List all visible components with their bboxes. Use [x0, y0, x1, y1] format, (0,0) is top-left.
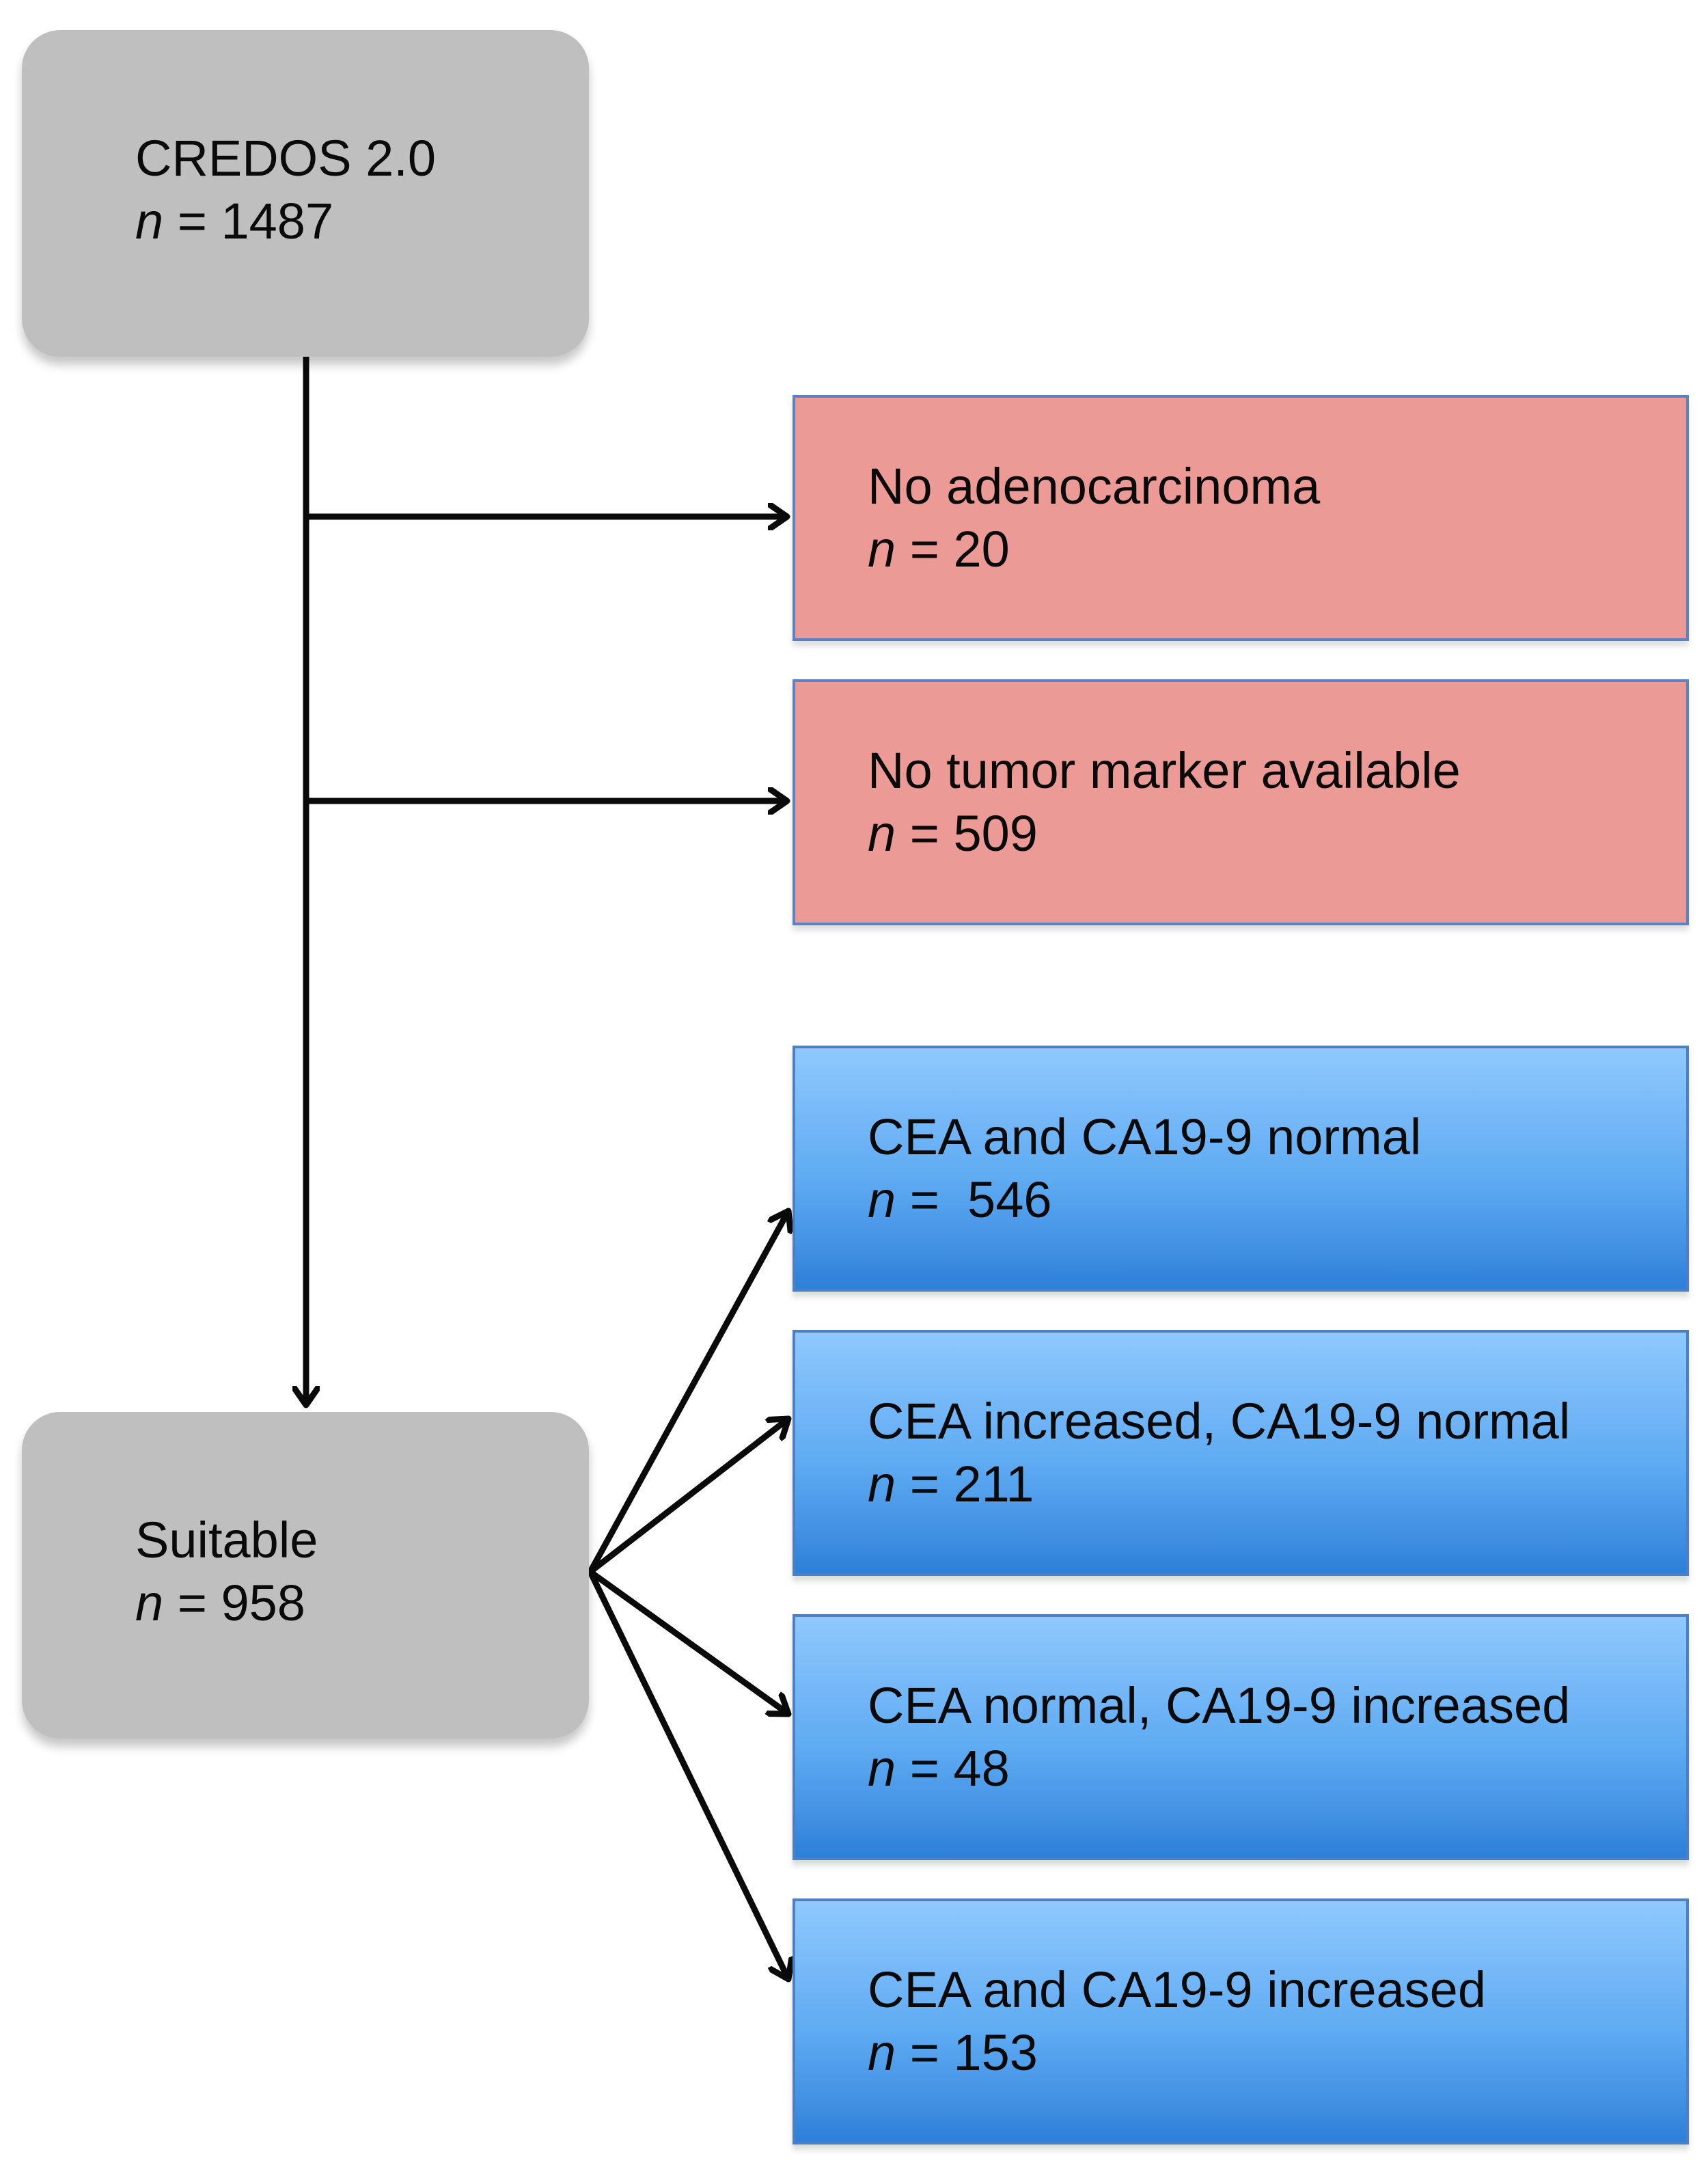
count-value: = 48	[896, 1740, 1010, 1797]
group-arrow-2	[587, 1415, 792, 1575]
n-symbol: n	[135, 193, 164, 249]
group-label: CEA and CA19-9 normal	[868, 1108, 1422, 1165]
suitable-cohort-box: Suitable n = 958	[22, 1412, 589, 1739]
exclusion-text: No tumor marker available n = 509	[868, 739, 1461, 865]
group-label: CEA and CA19-9 increased	[868, 1961, 1486, 2018]
group-box-ca19-9-increased: CEA normal, CA19-9 increased n = 48	[793, 1614, 1689, 1860]
count-value: = 211	[896, 1456, 1034, 1512]
count-value: = 20	[896, 521, 1010, 577]
exclusion-text: No adenocarcinoma n = 20	[868, 455, 1320, 581]
group-text: CEA and CA19-9 normal n = 546	[868, 1106, 1421, 1231]
suitable-cohort-count: n = 958	[135, 1572, 318, 1635]
group-box-both-increased: CEA and CA19-9 increased n = 153	[793, 1898, 1689, 2144]
count-value: = 546	[896, 1171, 1052, 1228]
suitable-cohort-title: Suitable	[135, 1512, 318, 1568]
count-value: = 958	[163, 1575, 305, 1631]
group-label: CEA increased, CA19-9 normal	[868, 1393, 1571, 1449]
exclusion-label: No adenocarcinoma	[868, 458, 1321, 515]
n-symbol: n	[135, 1575, 164, 1631]
count-value: = 509	[896, 805, 1038, 862]
exclusion-count: n = 509	[868, 802, 1461, 865]
group-label: CEA normal, CA19-9 increased	[868, 1677, 1571, 1734]
group-text: CEA and CA19-9 increased n = 153	[868, 1959, 1486, 2084]
group-arrow-3	[587, 1568, 792, 1717]
exclusion-count: n = 20	[868, 518, 1320, 581]
n-symbol: n	[868, 1456, 896, 1512]
suitable-cohort-text: Suitable n = 958	[135, 1509, 318, 1635]
group-text: CEA normal, CA19-9 increased n = 48	[868, 1674, 1570, 1800]
group-count: n = 153	[868, 2021, 1486, 2084]
group-count: n = 48	[868, 1737, 1570, 1800]
source-cohort-count: n = 1487	[135, 190, 436, 253]
count-value: = 1487	[163, 193, 334, 249]
exclusion-label: No tumor marker available	[868, 742, 1461, 799]
n-symbol: n	[868, 521, 896, 577]
n-symbol: n	[868, 1740, 896, 1797]
group-arrow-4	[587, 1568, 788, 1983]
n-symbol: n	[868, 805, 896, 862]
exclusion-box-no-tumor-marker: No tumor marker available n = 509	[793, 679, 1689, 925]
n-symbol: n	[868, 1171, 896, 1228]
group-box-cea-increased: CEA increased, CA19-9 normal n = 211	[793, 1330, 1689, 1576]
exclusion-box-no-adenocarcinoma: No adenocarcinoma n = 20	[793, 395, 1689, 641]
group-count: n = 546	[868, 1169, 1421, 1231]
group-count: n = 211	[868, 1453, 1570, 1516]
group-box-both-normal: CEA and CA19-9 normal n = 546	[793, 1046, 1689, 1292]
count-value: = 153	[896, 2024, 1038, 2081]
group-text: CEA increased, CA19-9 normal n = 211	[868, 1390, 1570, 1516]
source-cohort-title: CREDOS 2.0	[135, 130, 437, 187]
source-cohort-box: CREDOS 2.0 n = 1487	[22, 30, 589, 357]
source-cohort-text: CREDOS 2.0 n = 1487	[135, 127, 436, 253]
group-arrow-1	[587, 1208, 788, 1575]
n-symbol: n	[868, 2024, 896, 2081]
